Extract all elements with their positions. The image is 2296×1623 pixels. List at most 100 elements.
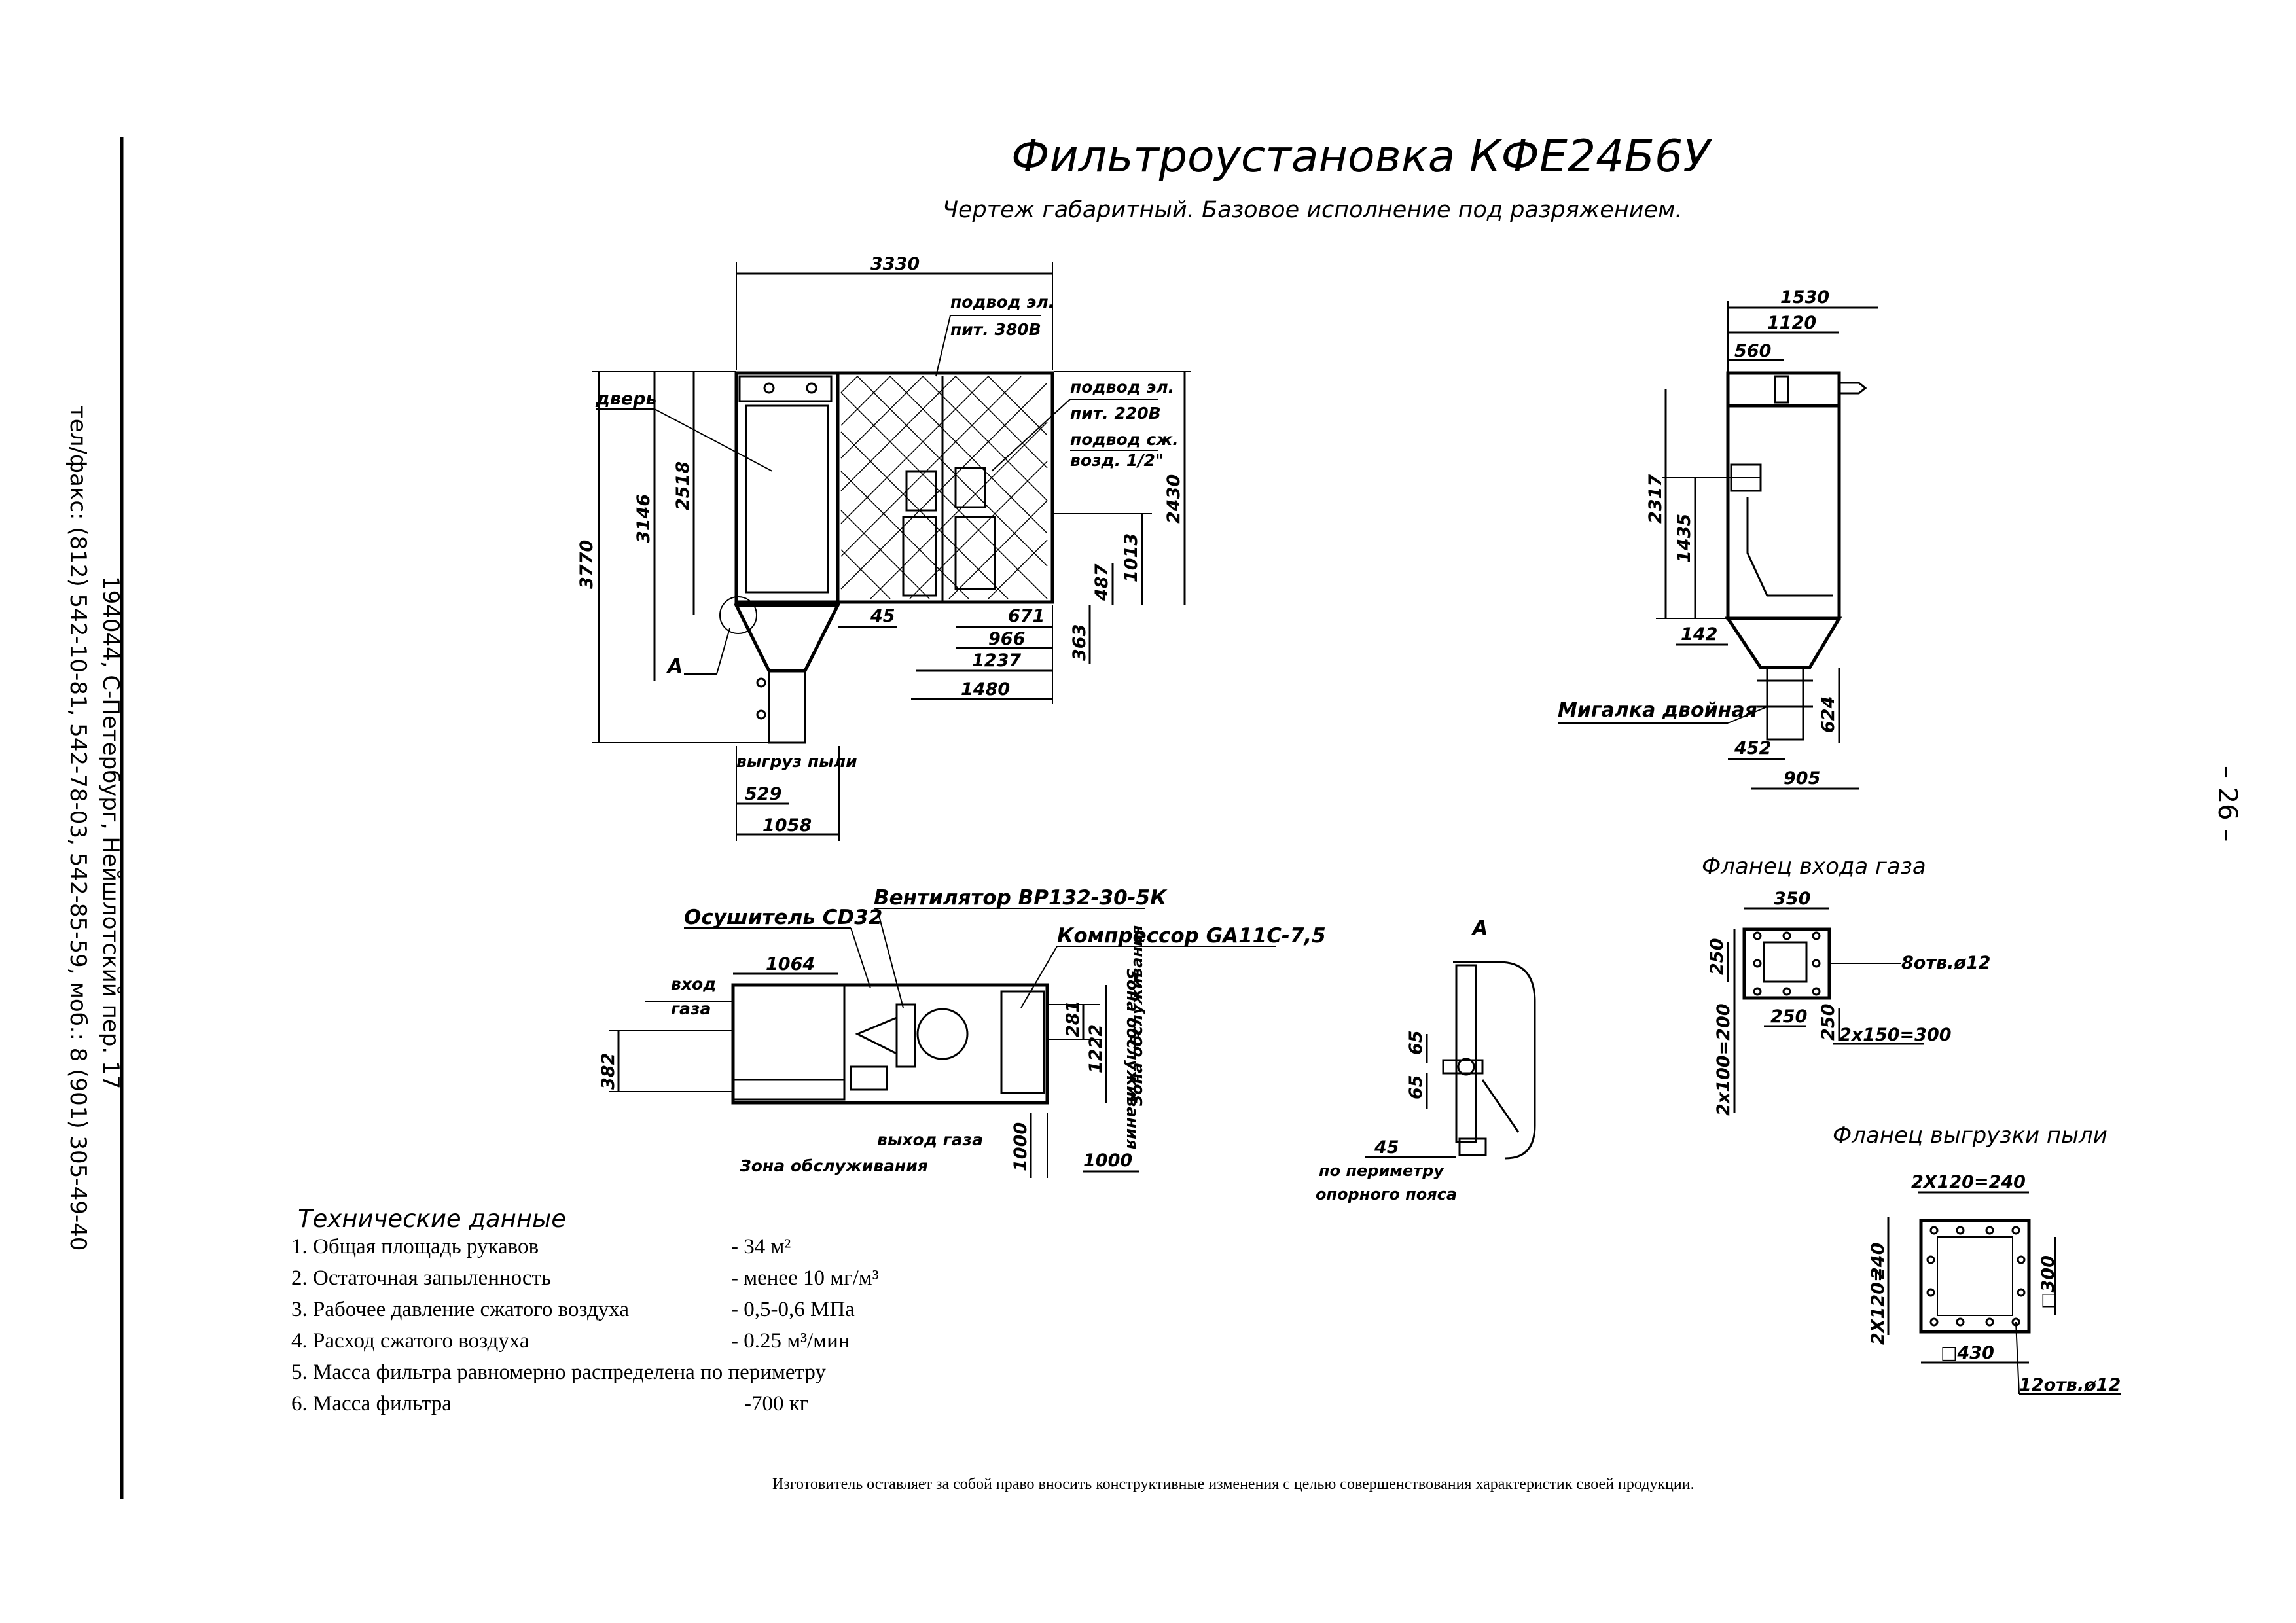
side-hopper (1725, 616, 1842, 669)
dim-1120: 1120 (1767, 313, 1816, 333)
dim-281: 281 (1063, 1001, 1083, 1037)
dim-1222: 1222 (1086, 1024, 1106, 1073)
gas-in-line2: газа (671, 999, 711, 1018)
air-supply-line1: подвод сж. (1070, 430, 1179, 449)
dim-sq430: □430 (1941, 1343, 1994, 1363)
flange-gas-holes: 8отв.ø12 (1901, 953, 1990, 973)
dim-45: 45 (870, 606, 895, 626)
flange-gas-title: Фланец входа газа (1702, 853, 1926, 880)
dim-363: 363 (1069, 624, 1090, 661)
mesh-guard (840, 376, 1048, 599)
door-panel (745, 404, 829, 594)
detail-note-line1: по периметру (1319, 1162, 1444, 1180)
footer-disclaimer: Изготовитель оставляет за собой право вн… (772, 1476, 1695, 1493)
filter-housing (734, 371, 840, 604)
dim-45-detail: 45 (1374, 1137, 1399, 1158)
door-label: дверь (595, 389, 657, 409)
tech-row-value: - 0.25 м³/мин (731, 1329, 850, 1353)
tech-row-label: 5. Масса фильтра равномерно распределена… (291, 1361, 826, 1384)
dim-142: 142 (1681, 624, 1717, 645)
dim-529: 529 (745, 784, 781, 804)
dim-671: 671 (1008, 606, 1045, 626)
dust-out-label: выгруз пыли (736, 752, 857, 771)
dim-250-inner-v: 250 (1818, 1004, 1839, 1041)
dim-65-top: 65 (1406, 1030, 1426, 1055)
tech-row-value: - 0,5-0,6 МПа (731, 1298, 855, 1321)
dust-valve (768, 669, 806, 744)
fan-label: Вентилятор ВР132-30-5К (874, 886, 1168, 910)
page-number: – 26 – (2212, 766, 2242, 842)
dim-1480: 1480 (961, 679, 1010, 700)
dim-240-left: 240 (1868, 1243, 1888, 1279)
dim-65-bottom: 65 (1406, 1075, 1426, 1099)
dim-966: 966 (988, 629, 1025, 649)
dim-2x120-top: 2X120=240 (1911, 1172, 2026, 1192)
power-380-line1: подвод эл. (950, 293, 1054, 312)
side-housing (1726, 404, 1841, 620)
dim-905: 905 (1784, 768, 1820, 789)
detail-a: А 65 65 45 по периметру опорного пояса (1316, 917, 1536, 1204)
tech-row-value: - менее 10 мг/м³ (731, 1266, 879, 1290)
dim-3330: 3330 (870, 254, 920, 274)
dim-250-inner: 250 (1770, 1007, 1807, 1027)
tech-row-value: -700 кг (744, 1392, 808, 1416)
dim-1013: 1013 (1121, 533, 1141, 582)
dim-2430: 2430 (1164, 474, 1184, 524)
side-top-box (1726, 371, 1841, 408)
dim-350: 350 (1774, 889, 1810, 909)
tech-row-label: 2. Остаточная запыленность (291, 1266, 551, 1290)
gas-out-label: выход газа (877, 1130, 983, 1149)
air-supply-line2: возд. 1/2" (1070, 451, 1164, 470)
front-view: 3330 (577, 254, 1191, 841)
tech-title: Технические данные (298, 1205, 566, 1233)
dim-2x150: 2x150=300 (1839, 1025, 1952, 1045)
flange-gas-inner (1763, 941, 1808, 983)
contact-address: 194044, С-Петербург, Нейшлотский пер. 17 (98, 576, 124, 1089)
machinery-enclosure (836, 371, 1054, 604)
dim-1000-vertical: 1000 (1011, 1122, 1031, 1171)
dryer-label: Осушитель CD32 (684, 906, 882, 929)
dim-2317: 2317 (1645, 474, 1666, 524)
dim-624: 624 (1818, 696, 1839, 733)
contact-phones: тел/факс: (812) 542-10-81, 542-78-03, 54… (65, 406, 91, 1251)
plan-view: Осушитель CD32 Вентилятор ВР132-30-5К Ко… (598, 886, 1326, 1178)
tech-row-label: 6. Масса фильтра (291, 1392, 452, 1416)
dim-3770: 3770 (577, 540, 597, 589)
dim-3146: 3146 (634, 494, 654, 543)
page-title: Фильтроустановка КФЕ24Б6У (1011, 131, 1713, 183)
node-a-label: А (666, 655, 683, 678)
flange-gas-inlet: Фланец входа газа 350 250 8отв.ø12 250 2… (1702, 853, 1990, 1116)
dim-1530: 1530 (1780, 287, 1829, 308)
dim-1000-horizontal: 1000 (1083, 1150, 1132, 1171)
dim-2x120-left: 2X120= (1868, 1267, 1888, 1345)
service-zone-bottom: Зона обслуживания (739, 1156, 928, 1175)
service-zone-top: Зона обслуживания (1123, 968, 1141, 1149)
detail-a-title: А (1471, 917, 1488, 940)
dim-452: 452 (1734, 738, 1771, 758)
dust-hopper (733, 603, 841, 673)
valve-label: Мигалка двойная (1558, 699, 1757, 722)
tech-row-label: 3. Рабочее давление сжатого воздуха (291, 1298, 629, 1321)
dim-250-left: 250 (1707, 938, 1727, 975)
tech-row-label: 1. Общая площадь рукавов (291, 1235, 539, 1258)
page-subtitle: Чертеж габаритный. Базовое исполнение по… (942, 197, 1683, 223)
dim-1435: 1435 (1674, 514, 1695, 563)
flange-dust-outer (1919, 1219, 2031, 1334)
side-fitting (1838, 382, 1867, 395)
tech-rows: 1. Общая площадь рукавов- 34 м²2. Остато… (291, 1235, 879, 1416)
dim-1064: 1064 (766, 954, 815, 974)
detail-note-line2: опорного пояса (1316, 1185, 1457, 1204)
dim-487: 487 (1092, 563, 1112, 601)
technical-data: Технические данные 1. Общая площадь рука… (291, 1205, 879, 1416)
service-zone-right: Зона обслуживания (1128, 925, 1146, 1107)
dim-2518: 2518 (673, 461, 693, 510)
flange-dust-holes: 12отв.ø12 (2019, 1375, 2121, 1395)
compressor-label: Компрессор GA11C-7,5 (1057, 924, 1326, 948)
plan-outline (731, 983, 1049, 1105)
flange-dust-inner (1937, 1236, 2013, 1316)
dim-1058: 1058 (762, 815, 812, 836)
flange-dust-outlet: Фланец выгрузки пыли 2X120=240 240 2X120… (1833, 1122, 2121, 1395)
power-220-line1: подвод эл. (1070, 378, 1174, 397)
side-view: 1530 1120 560 2317 1435 142 624 Мигалка … (1558, 287, 1878, 790)
